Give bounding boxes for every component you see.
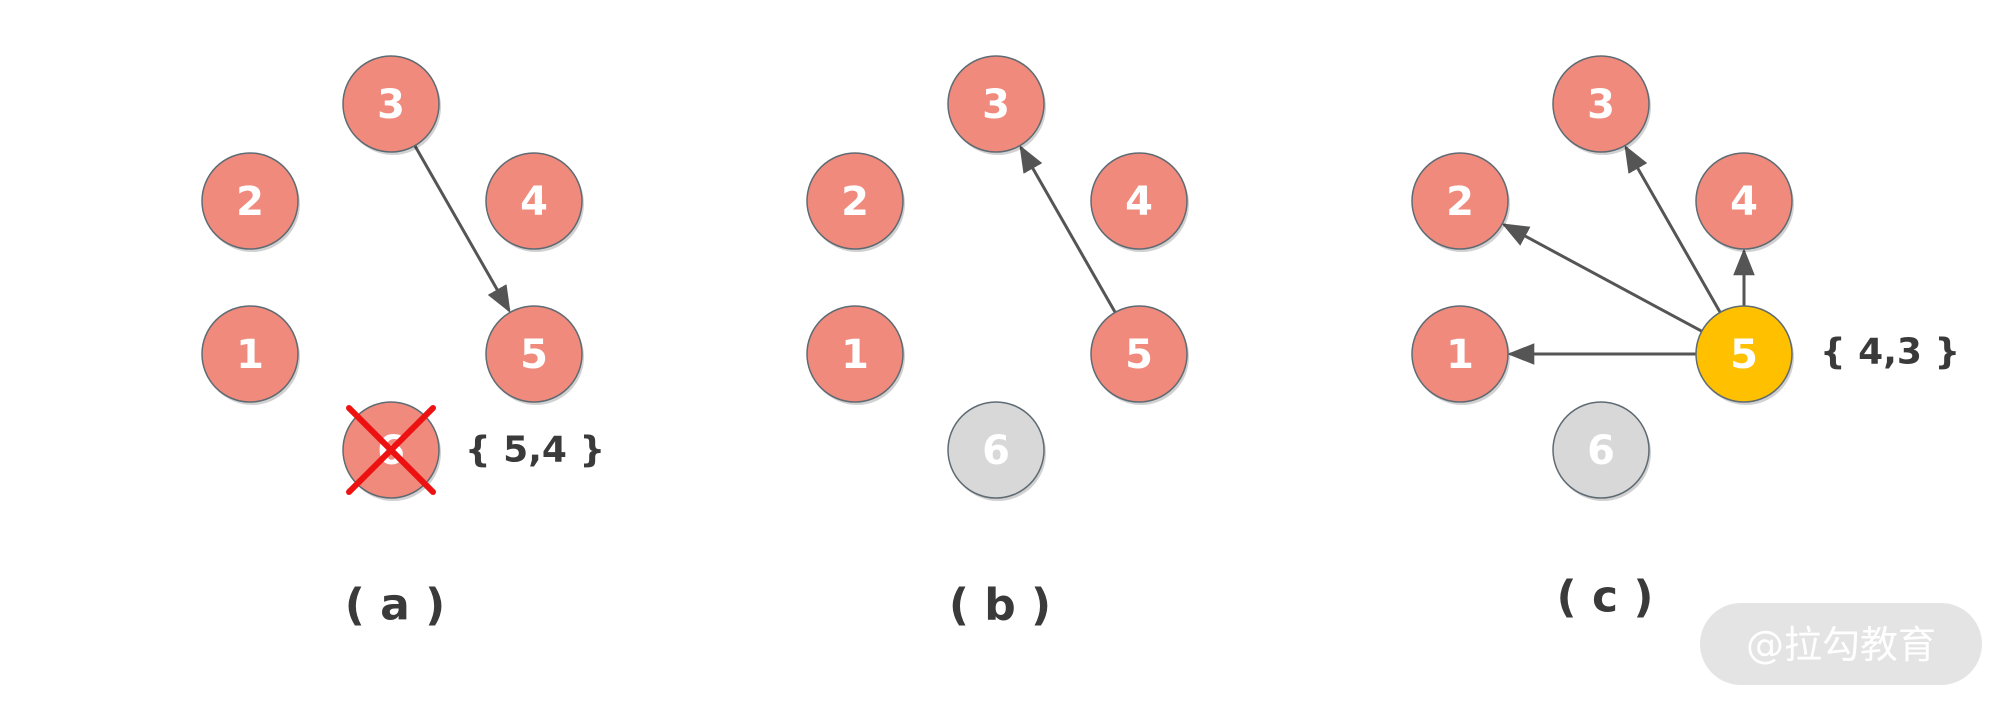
- node-label: 2: [236, 179, 264, 225]
- edge-5-to-3: [1019, 145, 1117, 314]
- node-circle: [1695, 305, 1793, 403]
- node-label: 5: [520, 332, 548, 378]
- node-label: 6: [1587, 428, 1615, 474]
- node-label: 3: [982, 82, 1010, 128]
- node-4: 4: [1695, 152, 1794, 252]
- node-circle: [947, 401, 1045, 499]
- node-circle: [1695, 152, 1793, 250]
- node-label: 2: [841, 179, 869, 225]
- node-3: 3: [947, 55, 1046, 155]
- node-circle: [201, 152, 299, 250]
- node-circle: [485, 152, 583, 250]
- node-1: 1: [1411, 305, 1510, 405]
- panel-caption: ( b ): [949, 580, 1051, 631]
- node-1: 1: [201, 305, 300, 405]
- node-2: 2: [806, 152, 905, 252]
- node-circle: [1552, 55, 1650, 153]
- node-circle: [201, 305, 299, 403]
- node-3: 3: [1552, 55, 1651, 155]
- panels-layer: 1 2 3 4 5 6 { 5,4 } ( a ) 1 2 3 4 5 6 ( b ) 1 2 3 4 5 6 { 4,3…: [201, 55, 1960, 631]
- watermark: @拉勾教育: [1700, 603, 1982, 685]
- panel-caption: ( c ): [1557, 572, 1654, 623]
- node-4: 4: [1090, 152, 1189, 252]
- set-annotation: { 4,3 }: [1820, 332, 1960, 373]
- node-1: 1: [806, 305, 905, 405]
- node-label: 5: [1125, 332, 1153, 378]
- node-circle: [1411, 305, 1509, 403]
- cross-mark-stroke: [346, 405, 436, 495]
- edge-5-to-2: [1501, 223, 1703, 333]
- watermark-background: [1700, 603, 1982, 685]
- node-label: 1: [1446, 332, 1474, 378]
- node-label: 4: [520, 179, 548, 225]
- node-2: 2: [1411, 152, 1510, 252]
- node-3: 3: [342, 55, 441, 155]
- node-label: 1: [841, 332, 869, 378]
- node-circle: [947, 55, 1045, 153]
- node-circle: [1411, 152, 1509, 250]
- panel-caption: ( a ): [345, 580, 446, 631]
- node-label: 5: [1730, 332, 1758, 378]
- edge-5-to-3: [1624, 145, 1722, 314]
- node-label: 1: [236, 332, 264, 378]
- node-label: 4: [1730, 179, 1758, 225]
- node-circle: [1552, 401, 1650, 499]
- node-circle: [806, 152, 904, 250]
- node-label: 2: [1446, 179, 1474, 225]
- node-5: 5: [1695, 305, 1794, 405]
- panel-a: 1 2 3 4 5 6 { 5,4 } ( a ): [201, 55, 605, 631]
- node-circle: [485, 305, 583, 403]
- edge-3-to-5: [413, 144, 511, 313]
- node-circle: [1090, 152, 1188, 250]
- node-circle: [1090, 305, 1188, 403]
- node-5: 5: [1090, 305, 1189, 405]
- node-label: 3: [1587, 82, 1615, 128]
- node-circle: [806, 305, 904, 403]
- node-5: 5: [485, 305, 584, 405]
- node-6: 6: [1552, 401, 1651, 501]
- node-6: 6: [342, 401, 441, 501]
- node-2: 2: [201, 152, 300, 252]
- set-annotation: { 5,4 }: [465, 430, 605, 471]
- node-6: 6: [947, 401, 1046, 501]
- node-circle: [342, 55, 440, 153]
- node-4: 4: [485, 152, 584, 252]
- node-label: 3: [377, 82, 405, 128]
- panel-c: 1 2 3 4 5 6 { 4,3 } ( c ): [1411, 55, 1960, 623]
- node-label: 6: [982, 428, 1010, 474]
- node-label: 4: [1125, 179, 1153, 225]
- panel-b: 1 2 3 4 5 6 ( b ): [806, 55, 1189, 631]
- watermark-text: @拉勾教育: [1746, 623, 1936, 667]
